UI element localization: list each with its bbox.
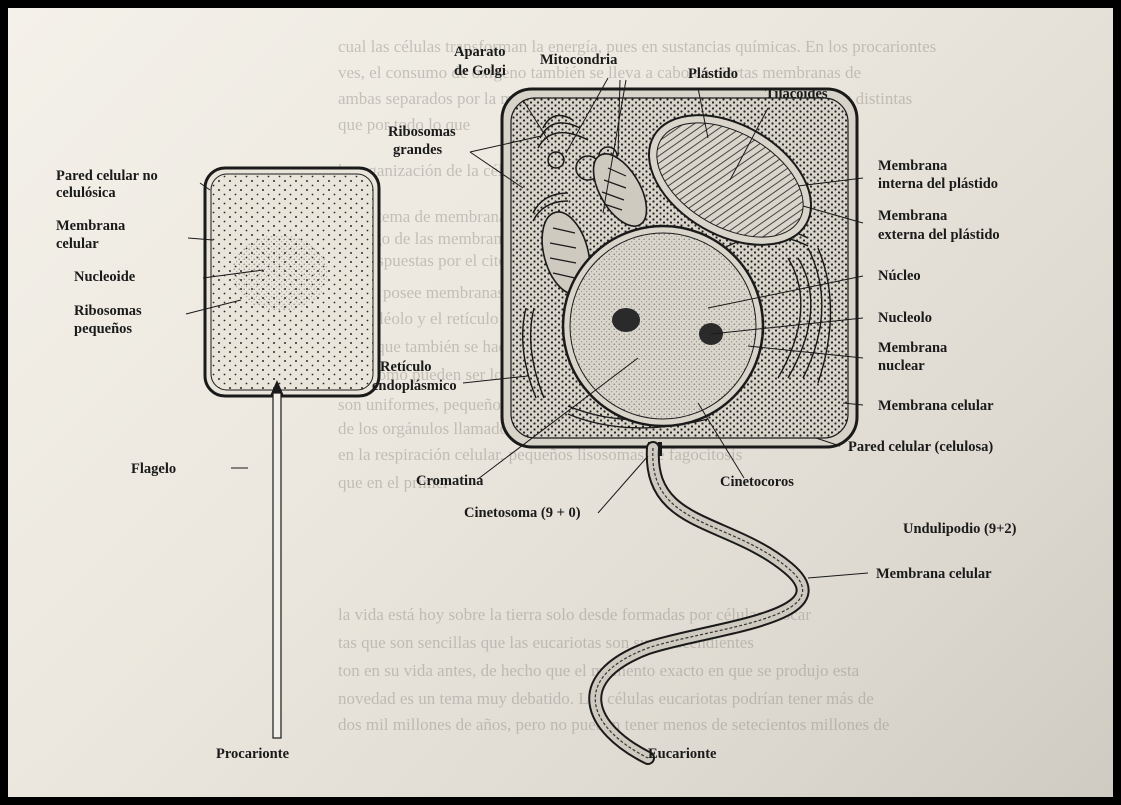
label-nucleus: Núcleo <box>878 268 921 284</box>
undulipodium <box>595 448 802 758</box>
label-undulipodium: Undulipodio (9+2) <box>903 521 1017 537</box>
label-inner-plastid-membrane-2: interna del plástido <box>878 176 998 192</box>
label-nucleoid: Nucleoide <box>74 269 136 285</box>
label-prokaryote-membrane-2: celular <box>56 236 99 252</box>
label-plastid: Plástido <box>688 66 738 82</box>
label-small-ribosomes-2: pequeños <box>74 321 132 337</box>
label-large-ribosomes-1: Ribosomas <box>388 124 456 140</box>
label-kinetosome: Cinetosoma (9 + 0) <box>464 505 581 521</box>
label-golgi-2: de Golgi <box>454 63 506 79</box>
label-prokaryote-cell-wall-1: Pared celular no <box>56 168 158 184</box>
prokaryote-flagellum <box>273 393 281 738</box>
label-outer-plastid-membrane-2: externa del plástido <box>878 227 1000 243</box>
label-eukaryote-cell-membrane: Membrana celular <box>878 398 994 414</box>
label-nuclear-membrane-2: nuclear <box>878 358 925 374</box>
label-chromatin: Cromatina <box>416 473 484 489</box>
label-thylakoids: Tilacoides <box>765 86 828 102</box>
label-prokaryote-cell-wall-2: celulósica <box>56 185 116 201</box>
background-text-line: cual las células transforman la energía,… <box>338 37 936 56</box>
label-kinetochores: Cinetocoros <box>720 474 794 490</box>
label-prokaryote-membrane-1: Membrana <box>56 218 126 234</box>
page-photo: cual las células transforman la energía,… <box>8 8 1113 797</box>
label-er-1: Retículo <box>380 359 432 375</box>
prokaryote-nucleoid <box>232 235 328 311</box>
label-eukaryote-cell-wall: Pared celular (celulosa) <box>848 439 993 455</box>
background-text-line: novedad es un tema muy debatido. Las cél… <box>338 689 874 708</box>
label-flagellum: Flagelo <box>131 461 176 477</box>
label-inner-plastid-membrane-1: Membrana <box>878 158 948 174</box>
label-golgi-1: Aparato <box>454 44 506 60</box>
nucleus <box>563 226 763 426</box>
label-undulipodium-membrane: Membrana celular <box>876 566 992 582</box>
nucleolus-1 <box>612 308 640 332</box>
label-nuclear-membrane-1: Membrana <box>878 340 948 356</box>
cell-diagram-figure: cual las células transforman la energía,… <box>8 8 1113 797</box>
label-outer-plastid-membrane-1: Membrana <box>878 208 948 224</box>
label-eukaryote-title: Eucarionte <box>648 746 717 762</box>
eukaryote-cell <box>502 88 857 758</box>
label-nucleolus: Nucleolo <box>878 310 932 326</box>
label-small-ribosomes-1: Ribosomas <box>74 303 142 319</box>
label-large-ribosomes-2: grandes <box>393 142 443 158</box>
label-mitochondria: Mitocondria <box>540 52 618 68</box>
label-er-2: endoplásmico <box>372 378 457 394</box>
label-prokaryote-title: Procarionte <box>216 746 290 762</box>
